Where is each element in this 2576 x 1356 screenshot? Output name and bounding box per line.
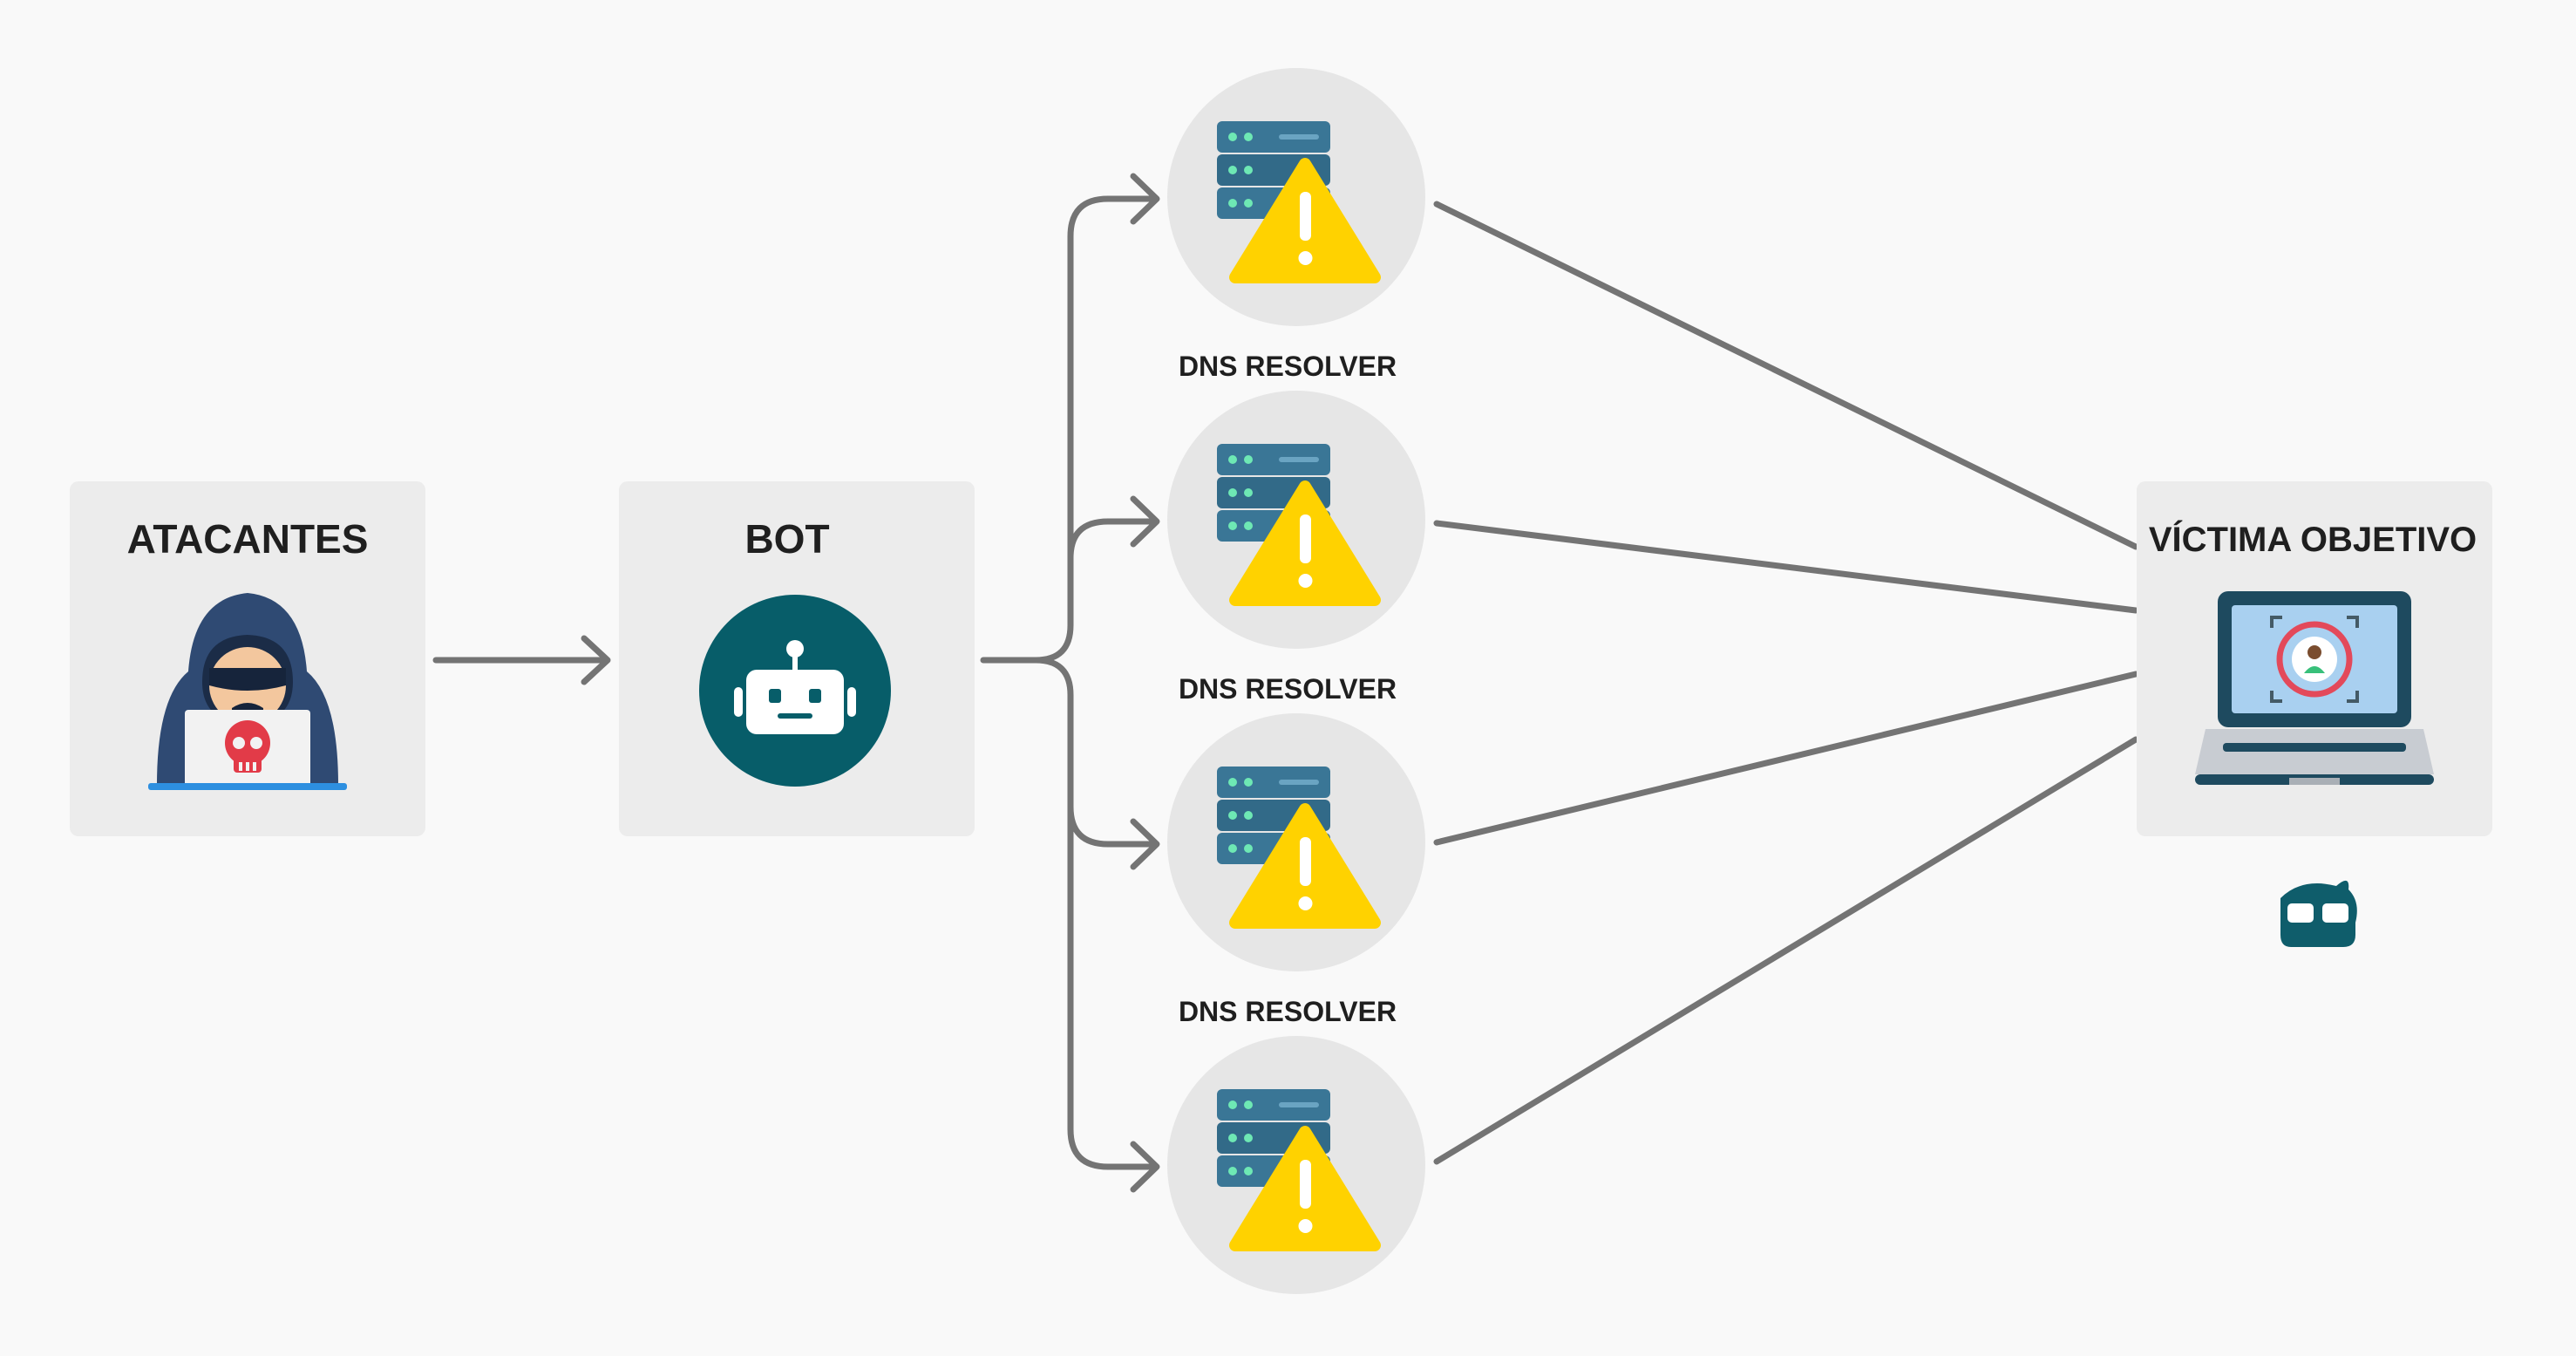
resolver-3 (1167, 713, 1425, 971)
server-warning-icon (1217, 767, 1381, 929)
server-warning-icon (1217, 1089, 1381, 1251)
resolver-2 (1167, 391, 1425, 649)
server-warning-icon (1217, 444, 1381, 606)
hooded-hacker-icon (148, 593, 347, 790)
resolver-label-2: DNS RESOLVER (1179, 673, 1397, 705)
arrow-bot-to-resolver-1 (980, 195, 1156, 664)
arrowhead-bot (581, 635, 611, 685)
target-laptop-icon (2195, 591, 2434, 785)
resolver-1 (1167, 68, 1425, 326)
arrowhead-resolver-4 (1130, 1141, 1160, 1193)
victim-label: VÍCTIMA OBJETIVO (2149, 520, 2477, 559)
glasses-mascot-logo-icon (2280, 880, 2357, 947)
attackers-label: ATACANTES (127, 516, 369, 562)
robot-icon (699, 595, 891, 787)
line-resolver-2-to-victim (1433, 520, 2139, 614)
bot-label: BOT (744, 516, 829, 562)
resolver-4 (1167, 1036, 1425, 1294)
arrow-bot-to-resolver-4 (1067, 803, 1156, 1170)
resolver-label-3: DNS RESOLVER (1179, 996, 1397, 1027)
victim-node: VÍCTIMA OBJETIVO (2137, 481, 2492, 836)
connectors (432, 173, 2139, 1193)
arrowhead-resolver-1 (1130, 173, 1160, 225)
arrow-bot-to-resolver-2 (1067, 518, 1156, 562)
resolver-label-1: DNS RESOLVER (1179, 351, 1397, 382)
arrowhead-resolver-2 (1130, 495, 1160, 548)
bot-node: BOT (619, 481, 975, 836)
arrow-bot-to-resolver-3 (1032, 657, 1156, 848)
skull-icon (225, 720, 270, 773)
line-resolver-1-to-victim (1433, 201, 2139, 550)
line-resolver-4-to-victim (1433, 736, 2139, 1165)
attackers-node: ATACANTES (70, 481, 425, 836)
arrowhead-resolver-3 (1130, 818, 1160, 870)
server-warning-icon (1217, 121, 1381, 283)
line-resolver-3-to-victim (1433, 671, 2139, 846)
